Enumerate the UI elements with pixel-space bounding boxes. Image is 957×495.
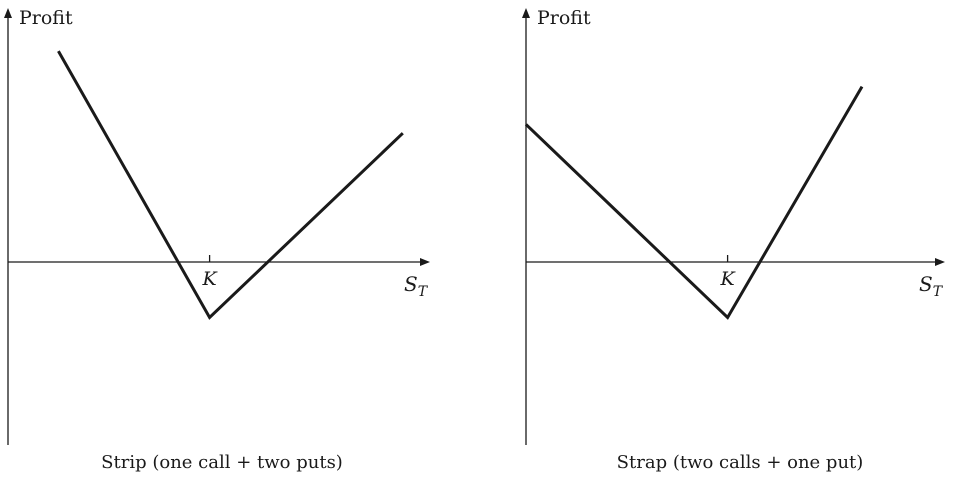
strap-x-axis-label: ST	[919, 272, 944, 300]
strap-y-axis-arrow	[522, 8, 530, 18]
strip-profit-line	[57, 50, 404, 320]
strip-x-axis-label: ST	[404, 272, 429, 300]
strip-y-axis-label: Profit	[19, 7, 73, 29]
strap-x-axis-label-subscript: T	[933, 284, 944, 300]
strap-caption: Strap (two calls + one put)	[617, 452, 864, 473]
strap-y-axis-label: Profit	[537, 7, 591, 29]
strip-y-axis-arrow	[4, 8, 12, 18]
strip-chart: Profit ST K Strip (one call + two puts)	[4, 7, 430, 473]
strap-chart: Profit ST K Strap (two calls + one put)	[522, 7, 945, 473]
strip-caption: Strip (one call + two puts)	[101, 452, 343, 473]
strap-x-axis-label-main: S	[919, 272, 933, 296]
strip-x-axis-label-main: S	[404, 272, 418, 296]
strap-x-axis-arrow	[935, 258, 945, 266]
strip-x-axis-arrow	[420, 258, 430, 266]
strap-profit-line	[524, 85, 864, 320]
strip-x-axis-label-subscript: T	[418, 284, 429, 300]
strap-strike-tick-label: K	[719, 268, 736, 290]
strip-strike-tick-label: K	[201, 268, 218, 290]
